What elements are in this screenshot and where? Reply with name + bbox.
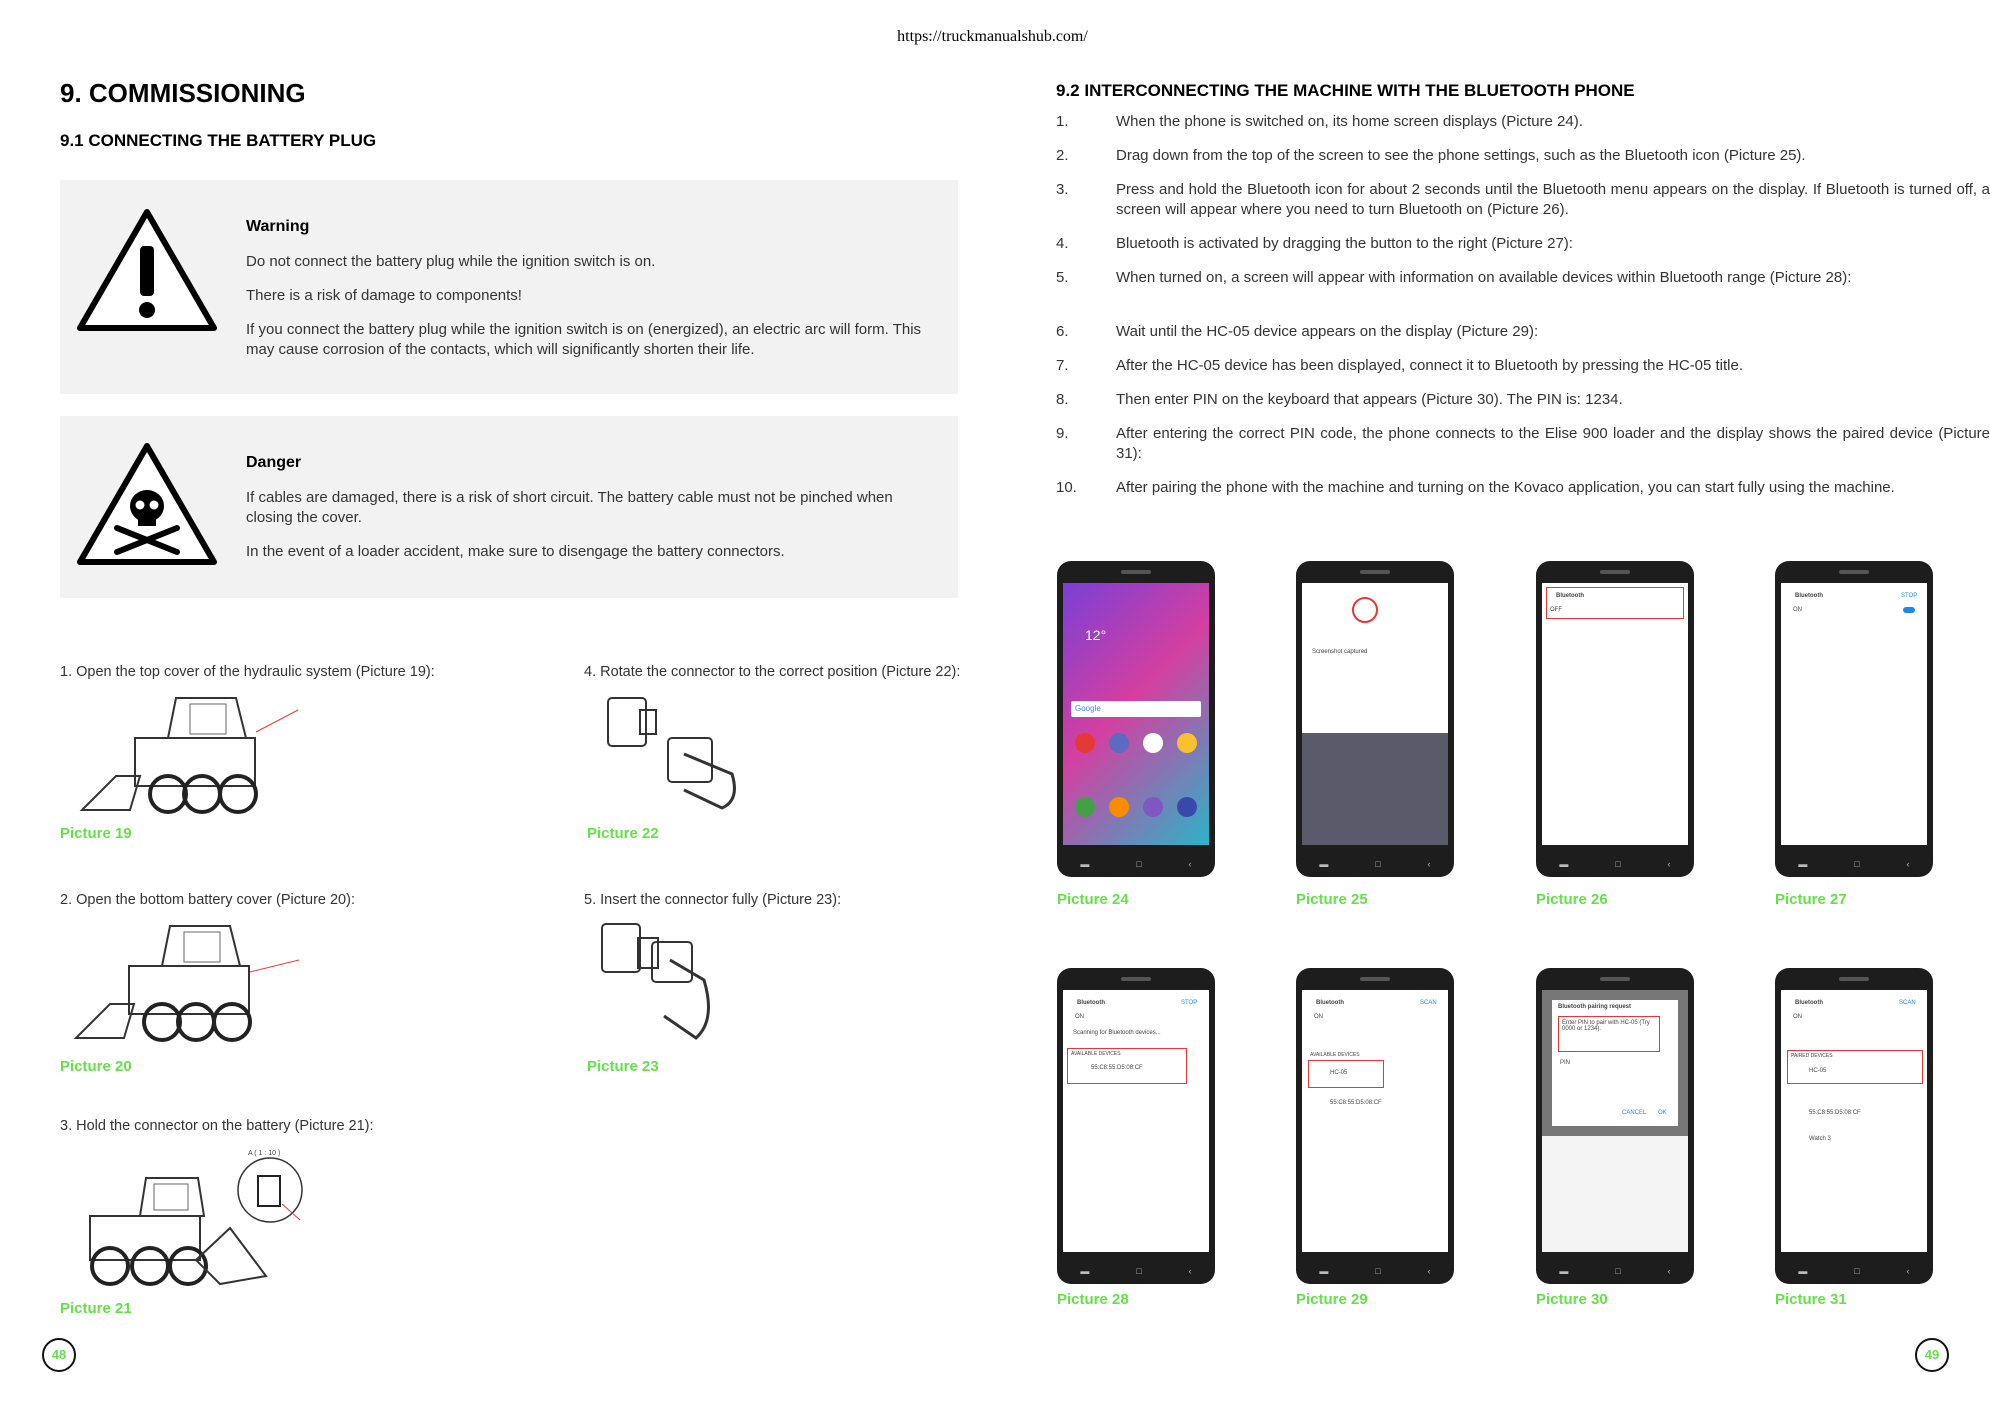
caption-picture-23: Picture 23 <box>587 1058 659 1075</box>
skull-crossbones-icon <box>77 443 217 565</box>
phone-picture-31: Bluetooth SCAN ON PAIRED DEVICES HC-05 5… <box>1775 968 1933 1284</box>
phone-picture-24: 12° Google ▬□‹ <box>1057 561 1215 877</box>
caption-picture-20: Picture 20 <box>60 1058 132 1075</box>
paired-screen: Bluetooth SCAN ON PAIRED DEVICES HC-05 5… <box>1781 990 1927 1252</box>
warning-text-2: There is a risk of damage to components! <box>246 287 522 304</box>
caption-picture-29: Picture 29 <box>1296 1291 1368 1308</box>
phone-picture-28: Bluetooth STOP ON Scanning for Bluetooth… <box>1057 968 1215 1284</box>
caption-picture-19: Picture 19 <box>60 825 132 842</box>
step-5: 5. Insert the connector fully (Picture 2… <box>584 892 842 908</box>
caption-picture-26: Picture 26 <box>1536 891 1608 908</box>
loader-illustration-20 <box>73 925 300 1042</box>
caption-picture-27: Picture 27 <box>1775 891 1847 908</box>
caption-picture-22: Picture 22 <box>587 825 659 842</box>
connector-illustration-23 <box>601 923 710 1040</box>
step-2: 2. Open the bottom battery cover (Pictur… <box>60 892 355 908</box>
bluetooth-off-screen: Bluetooth OFF <box>1542 583 1688 845</box>
phone-picture-25: Screenshot captured ▬□‹ <box>1296 561 1454 877</box>
danger-text-2: In the event of a loader accident, make … <box>246 543 785 560</box>
phone-picture-29: Bluetooth SCAN ON AVAILABLE DEVICES HC-0… <box>1296 968 1454 1284</box>
danger-box: Danger If cables are damaged, there is a… <box>60 416 958 598</box>
bluetooth-on-screen: Bluetooth STOP ON <box>1781 583 1927 845</box>
caption-picture-30: Picture 30 <box>1536 1291 1608 1308</box>
step-1: 1. Open the top cover of the hydraulic s… <box>60 664 435 680</box>
detail-label: A ( 1 : 10 ) <box>248 1150 281 1157</box>
danger-title: Danger <box>246 454 302 471</box>
google-search-bar: Google <box>1071 701 1201 717</box>
step-3: 3. Hold the connector on the battery (Pi… <box>60 1118 374 1134</box>
subsection-title: 9.1 CONNECTING THE BATTERY PLUG <box>60 131 377 150</box>
phone-picture-26: Bluetooth OFF ▬□‹ <box>1536 561 1694 877</box>
connector-illustration-22 <box>607 697 736 810</box>
bluetooth-highlight <box>1352 597 1378 623</box>
scanning-screen: Bluetooth STOP ON Scanning for Bluetooth… <box>1063 990 1209 1252</box>
subsection-title-right: 9.2 INTERCONNECTING THE MACHINE WITH THE… <box>1056 81 1635 100</box>
step-4: 4. Rotate the connector to the correct p… <box>584 664 961 680</box>
caption-picture-28: Picture 28 <box>1057 1291 1129 1308</box>
warning-text-1: Do not connect the battery plug while th… <box>246 253 656 270</box>
caption-picture-24: Picture 24 <box>1057 891 1129 908</box>
phone-picture-27: Bluetooth STOP ON ▬□‹ <box>1775 561 1933 877</box>
device-found-screen: Bluetooth SCAN ON AVAILABLE DEVICES HC-0… <box>1302 990 1448 1252</box>
loader-illustration-19 <box>79 697 299 814</box>
warning-box: Warning Do not connect the battery plug … <box>60 180 958 394</box>
phone-picture-30: Bluetooth pairing request Enter PIN to p… <box>1536 968 1694 1284</box>
danger-text-1: If cables are damaged, there is a risk o… <box>246 489 893 526</box>
section-title: 9. COMMISSIONING <box>60 78 306 108</box>
quick-settings-screen: Screenshot captured <box>1302 583 1448 845</box>
home-screen: 12° Google <box>1063 583 1209 845</box>
page-number-right: 49 <box>1915 1338 1949 1372</box>
warning-triangle-icon <box>77 209 217 331</box>
loader-illustration-21 <box>89 1157 303 1286</box>
page-number-left: 48 <box>42 1338 76 1372</box>
caption-picture-31: Picture 31 <box>1775 1291 1847 1308</box>
caption-picture-21: Picture 21 <box>60 1300 132 1317</box>
warning-title: Warning <box>246 218 310 235</box>
source-url[interactable]: https://truckmanualshub.com/ <box>897 28 1088 45</box>
pin-entry-screen: Bluetooth pairing request Enter PIN to p… <box>1542 990 1688 1252</box>
warning-text-3: If you connect the battery plug while th… <box>246 321 922 358</box>
caption-picture-25: Picture 25 <box>1296 891 1368 908</box>
